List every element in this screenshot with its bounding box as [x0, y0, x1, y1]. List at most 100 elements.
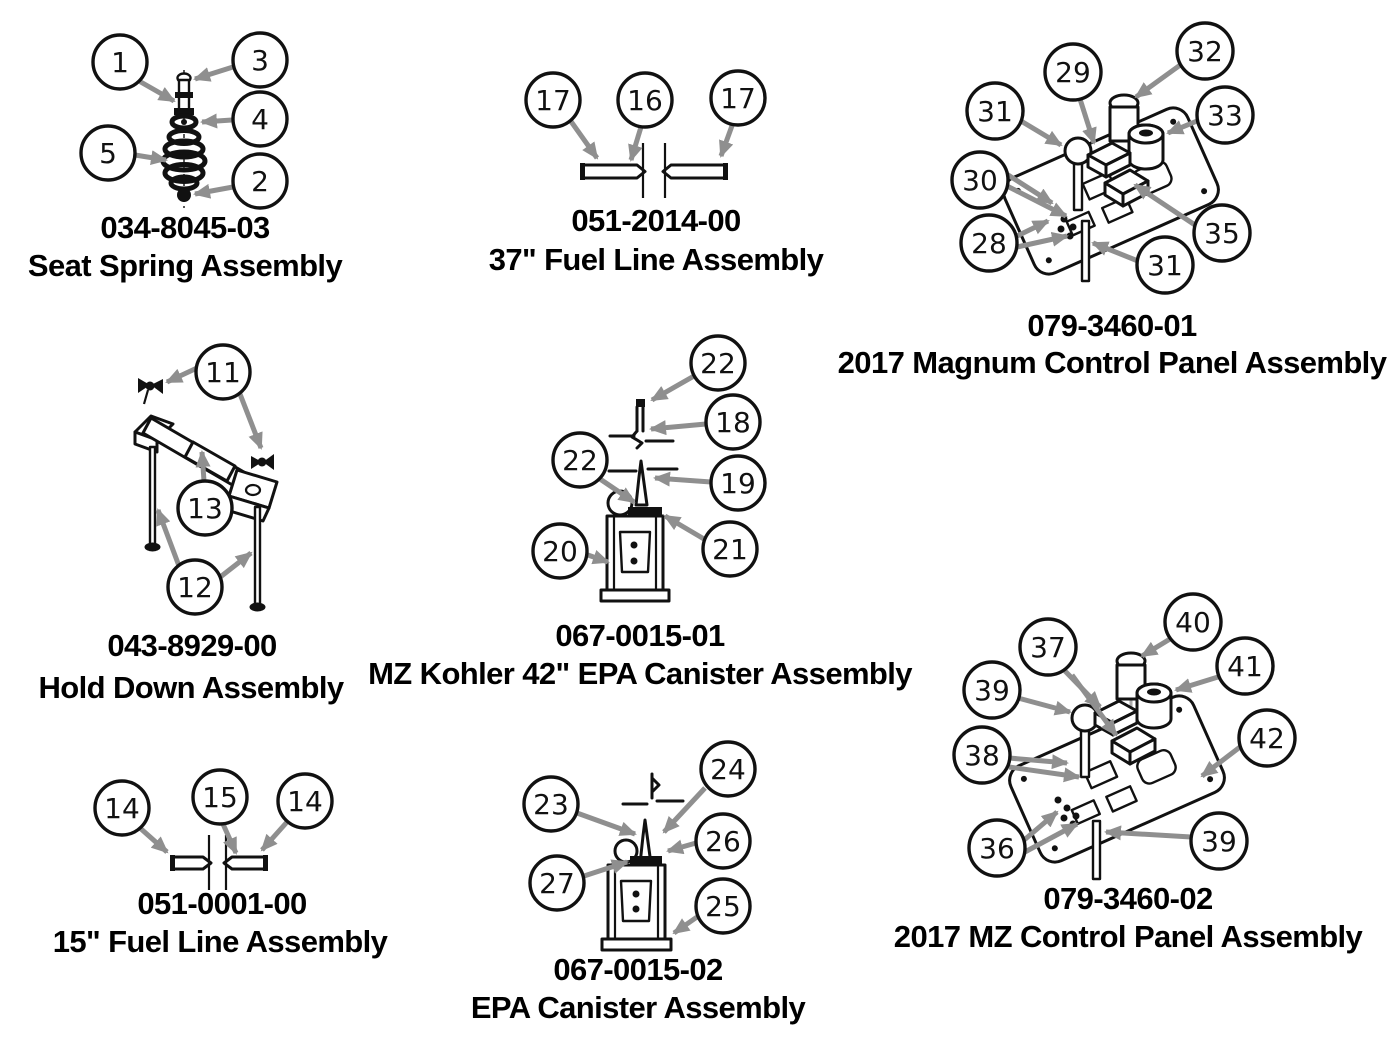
callout-badge: 18	[704, 393, 762, 451]
callout-label: 15	[202, 781, 238, 814]
callout-badge: 15	[191, 768, 249, 826]
assembly-name: 15" Fuel Line Assembly	[52, 924, 388, 959]
part-number: 051-2014-00	[571, 203, 741, 238]
callout-label: 21	[712, 533, 748, 566]
magnum-panel-diagram: 29 32 31 33 30 35 28 31	[950, 21, 1255, 295]
callout-badge: 5	[79, 124, 137, 182]
callout-label: 36	[979, 832, 1015, 865]
callout-label: 29	[1055, 56, 1091, 89]
part-number: 034-8045-03	[100, 210, 270, 245]
part-number: 051-0001-00	[137, 886, 307, 921]
callout-label: 27	[539, 867, 575, 900]
callout-label: 31	[977, 95, 1013, 128]
assembly-epa-canister: 23 24 26 27 25 067-0015-02 EPA Canister …	[471, 740, 810, 1040]
callout-label: 39	[974, 674, 1010, 707]
callout-badge: 36	[967, 818, 1027, 878]
panel-art	[1008, 651, 1226, 881]
callout-badge: 11	[194, 343, 252, 401]
callout-label: 39	[1201, 825, 1237, 858]
callout-badge: 25	[694, 877, 752, 935]
fuel-line-37-diagram: 17 16 17	[524, 69, 767, 198]
callout-badge: 3	[231, 31, 289, 89]
assembly-name: 37" Fuel Line Assembly	[488, 242, 824, 277]
callout-badge: 38	[952, 725, 1012, 785]
callout-label: 20	[542, 535, 578, 568]
callout-label: 22	[700, 347, 736, 380]
panel-arrows	[1008, 636, 1242, 856]
fuel-line-art	[170, 835, 268, 890]
callout-label: 35	[1204, 217, 1240, 250]
callout-badge: 17	[524, 71, 582, 129]
assembly-mz-panel: 37 40 39 41 38 42 36 39 079-3460-02 2017…	[894, 592, 1400, 965]
callout-label: 28	[971, 227, 1007, 260]
callout-badge: 2	[231, 152, 289, 210]
callout-badge: 37	[1018, 617, 1078, 677]
callout-badge: 19	[709, 454, 767, 512]
callout-label: 30	[962, 164, 998, 197]
callout-badge: 24	[699, 740, 757, 798]
callout-label: 19	[720, 467, 756, 500]
callout-badge: 21	[701, 520, 759, 578]
callout-label: 37	[1030, 631, 1066, 664]
kohler-canister-diagram: 22 18 22 19 20 21	[531, 334, 767, 603]
part-number: 067-0015-02	[553, 952, 723, 987]
assembly-name: 2017 Magnum Control Panel Assembly	[837, 345, 1387, 380]
fuel-line-15-diagram: 14 15 14	[93, 768, 334, 890]
callout-label: 23	[533, 788, 569, 821]
canister-arrows	[576, 786, 707, 936]
callout-badge: 14	[93, 779, 151, 837]
callout-badge: 12	[166, 558, 224, 616]
part-number: 067-0015-01	[555, 618, 725, 653]
callout-badge: 27	[528, 854, 586, 912]
fuel-line-art	[580, 143, 728, 198]
assembly-hold-down: 11 13 12 043-8929-00 Hold Down Assembly	[39, 340, 355, 710]
callout-label: 38	[964, 739, 1000, 772]
assembly-name: EPA Canister Assembly	[470, 990, 806, 1025]
callout-label: 32	[1187, 35, 1223, 68]
assembly-kohler-canister: 22 18 22 19 20 21 067-0015-01 MZ Kohler …	[368, 334, 913, 695]
callout-badge: 13	[176, 479, 234, 537]
callout-label: 13	[187, 492, 223, 525]
callout-label: 33	[1207, 99, 1243, 132]
callout-badge: 33	[1195, 85, 1255, 145]
hold-down-diagram: 11 13 12	[133, 343, 279, 616]
callout-label: 18	[715, 406, 751, 439]
callout-label: 5	[99, 137, 117, 170]
callout-badge: 32	[1175, 21, 1235, 81]
fuel-line-arrows	[138, 820, 289, 855]
callout-badge: 40	[1163, 592, 1223, 652]
assembly-seat-spring: 1 3 4 5 2 034-8045-03 Seat Spring Assemb…	[28, 20, 360, 290]
epa-canister-diagram: 23 24 26 27 25	[522, 740, 757, 952]
callout-label: 16	[627, 84, 663, 117]
assembly-name: 2017 MZ Control Panel Assembly	[893, 919, 1363, 954]
callout-badge: 28	[959, 213, 1019, 273]
callout-label: 41	[1227, 650, 1263, 683]
callout-badge: 31	[965, 81, 1025, 141]
canister-arrows	[584, 373, 712, 565]
callout-label: 14	[287, 785, 323, 818]
callout-badge: 14	[276, 772, 334, 830]
callout-badge: 22	[689, 334, 747, 392]
seat-spring-arrows	[134, 64, 234, 199]
callout-badge: 26	[694, 812, 752, 870]
fuel-line-arrows	[567, 118, 736, 162]
callout-badge: 23	[522, 775, 580, 833]
callout-label: 22	[562, 444, 598, 477]
callout-badge: 20	[531, 522, 589, 580]
callout-label: 12	[177, 571, 213, 604]
callout-label: 3	[251, 44, 269, 77]
callout-label: 40	[1175, 606, 1211, 639]
callout-badge: 30	[950, 150, 1010, 210]
assembly-fuel-line-37: 17 16 17 051-2014-00 37" Fuel Line Assem…	[489, 60, 830, 277]
assembly-magnum-panel: 29 32 31 33 30 35 28 31 079-3460-01 2017…	[838, 15, 1400, 385]
callout-label: 17	[720, 82, 756, 115]
callout-badge: 4	[231, 90, 289, 148]
callout-badge: 31	[1135, 235, 1195, 295]
part-number: 043-8929-00	[107, 628, 277, 663]
assembly-name: Seat Spring Assembly	[27, 248, 343, 283]
hold-down-arrows	[155, 365, 264, 580]
callout-badge: 17	[709, 69, 767, 127]
callout-badge: 29	[1043, 42, 1103, 102]
callout-label: 24	[710, 753, 746, 786]
